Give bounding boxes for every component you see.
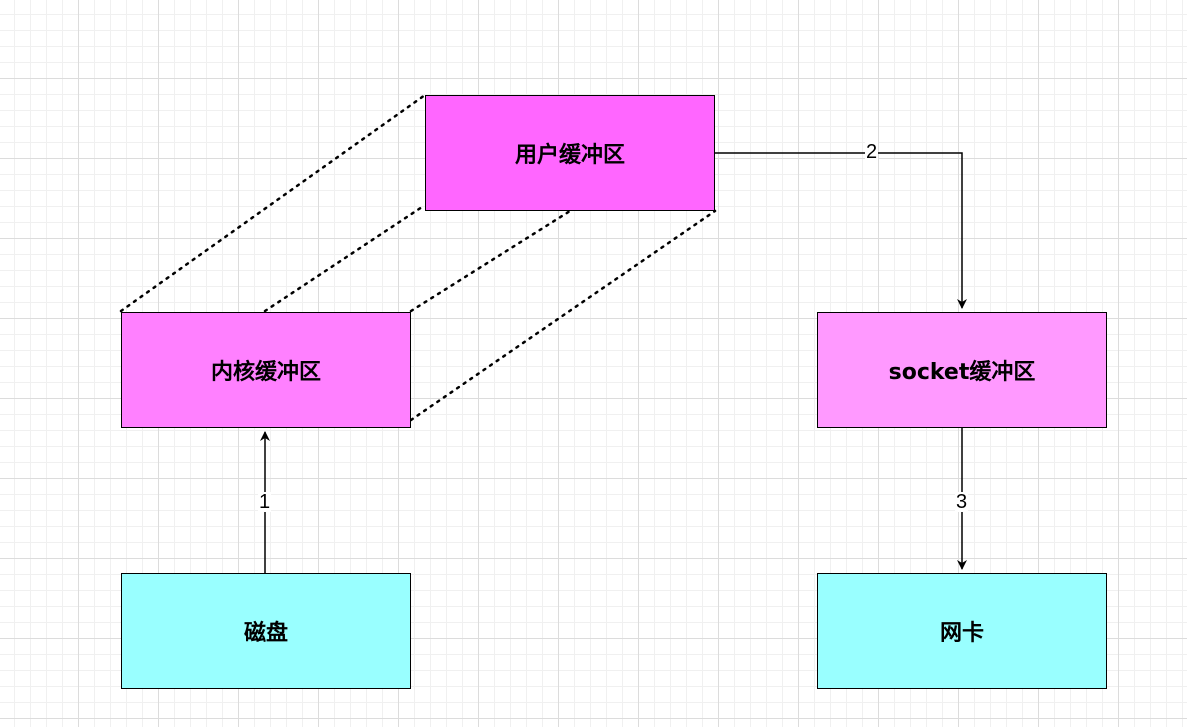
user-buffer-node[interactable]: 用户缓冲区 [425,95,715,211]
user-buffer-label: 用户缓冲区 [514,143,625,168]
socket-buffer-node[interactable]: socket缓冲区 [817,312,1107,428]
nic-node[interactable]: 网卡 [817,573,1107,689]
edge-label-3: 3 [955,491,969,513]
disk-node[interactable]: 磁盘 [121,573,411,689]
mmap-dotted-line-4 [409,209,717,422]
mmap-dotted-line-2 [263,203,427,313]
nic-label: 网卡 [939,621,984,646]
kernel-buffer-label: 内核缓冲区 [210,360,321,385]
mmap-dotted-line-1 [119,93,427,313]
edge-label-1: 1 [258,491,272,513]
disk-label: 磁盘 [243,621,288,646]
edge-user-to-socket [715,152,967,309]
mmap-dotted-line-3 [409,209,572,313]
kernel-buffer-node[interactable]: 内核缓冲区 [121,312,411,428]
edge-label-2: 2 [865,141,879,163]
socket-buffer-label: socket缓冲区 [888,360,1036,385]
